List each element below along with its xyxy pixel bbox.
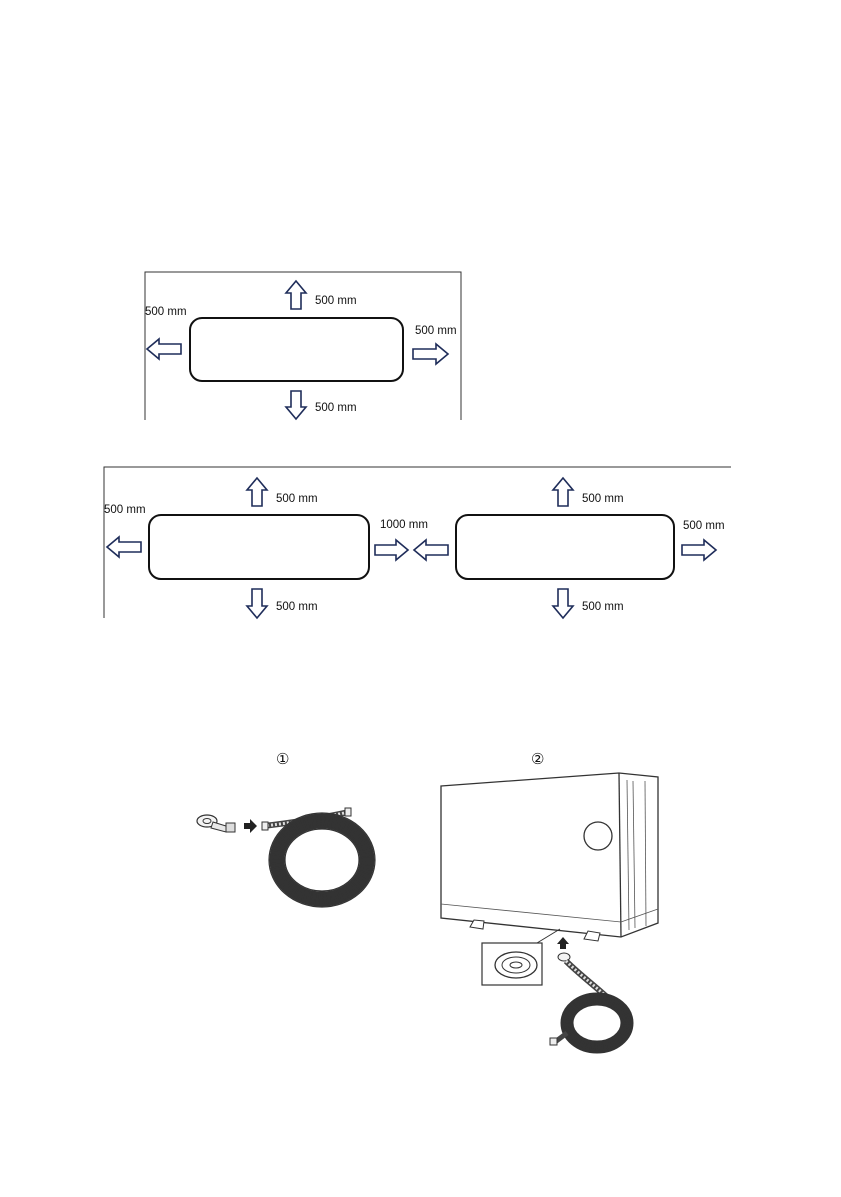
bottom-clearance-label: 500 mm	[315, 402, 357, 414]
heat-pump-unit	[190, 318, 403, 381]
drain-hose-coil-icon	[262, 808, 375, 907]
arrow-down-icon	[553, 589, 573, 618]
drain-hose-coil-icon	[550, 953, 633, 1053]
arrow-left-icon	[147, 339, 181, 359]
arrow-left-icon	[107, 537, 141, 557]
arrow-up-icon	[286, 281, 306, 309]
drain-hose-illustration: ① ②	[197, 751, 658, 1053]
arrow-right-icon	[413, 344, 448, 364]
heat-pump-unit-1	[149, 515, 369, 579]
double-unit-clearance-diagram: 500 mm 500 mm 1000 mm 500 mm 500 mm 500 …	[104, 467, 731, 618]
step-1-marker: ①	[276, 751, 289, 768]
right-clearance-label: 500 mm	[683, 520, 725, 532]
arrow-up-icon	[553, 478, 573, 506]
right-clearance-label: 500 mm	[415, 325, 457, 337]
left-clearance-label: 500 mm	[104, 504, 146, 516]
unit2-top-clearance-label: 500 mm	[582, 493, 624, 505]
step-2-marker: ②	[531, 751, 544, 768]
top-clearance-label: 500 mm	[315, 295, 357, 307]
arrow-left-icon	[414, 540, 448, 560]
between-units-clearance-label: 1000 mm	[380, 519, 428, 531]
heat-pump-cabinet-icon	[441, 773, 658, 941]
single-unit-clearance-diagram: 500 mm 500 mm 500 mm 500 mm	[145, 272, 461, 420]
arrow-down-icon	[247, 589, 267, 618]
arrow-right-icon	[682, 540, 716, 560]
unit1-top-clearance-label: 500 mm	[276, 493, 318, 505]
insert-arrow-icon	[244, 819, 257, 833]
insert-arrow-icon	[557, 937, 569, 949]
unit2-bottom-clearance-label: 500 mm	[582, 601, 624, 613]
drain-connector-icon	[197, 815, 235, 832]
heat-pump-unit-2	[456, 515, 674, 579]
arrow-up-icon	[247, 478, 267, 506]
callout-line	[537, 929, 560, 943]
left-clearance-label: 500 mm	[145, 306, 187, 318]
unit1-bottom-clearance-label: 500 mm	[276, 601, 318, 613]
arrow-right-icon	[375, 540, 408, 560]
arrow-down-icon	[286, 391, 306, 419]
drain-port-detail-icon	[482, 943, 542, 985]
